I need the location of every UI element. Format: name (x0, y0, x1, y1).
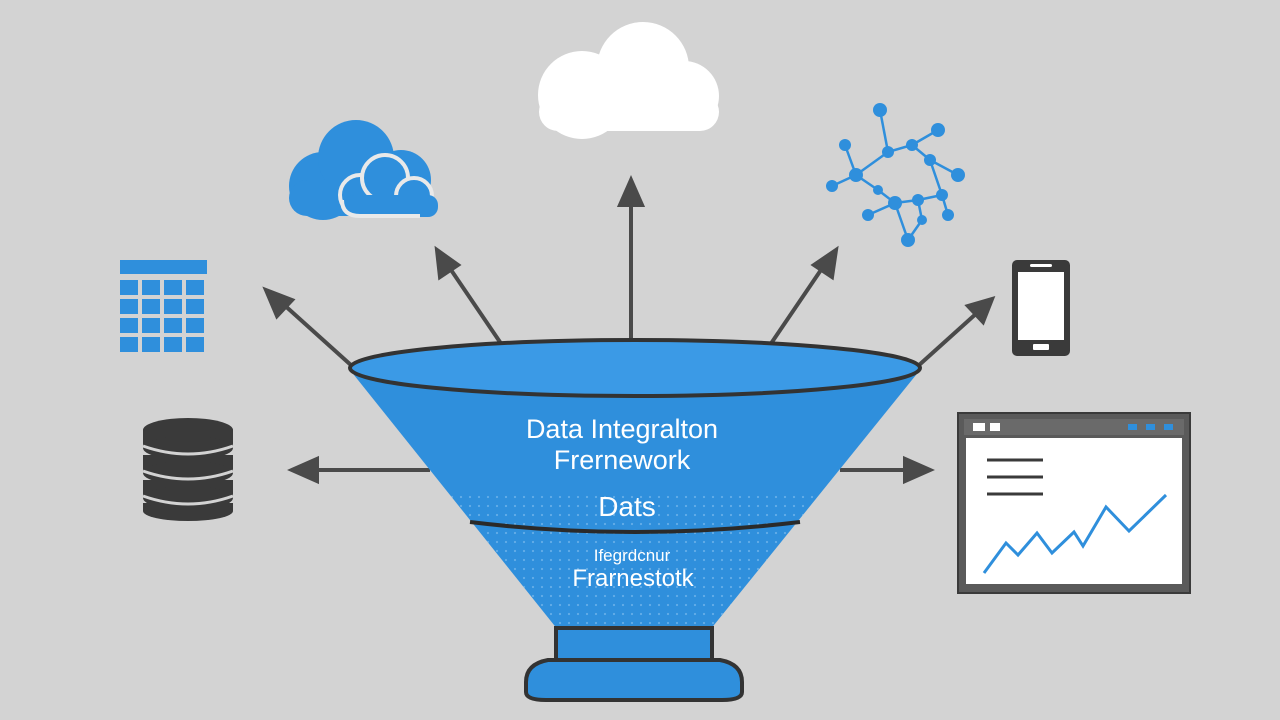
arrow-right-upper (916, 295, 996, 368)
spreadsheet-cell (164, 280, 182, 295)
spreadsheet-cell (186, 280, 204, 295)
funnel-band-line (469, 520, 801, 534)
spreadsheet-cell (164, 318, 182, 333)
arrow-left-upper (262, 286, 354, 368)
mobile-phone-icon (1012, 260, 1070, 356)
spreadsheet-cell (186, 337, 204, 352)
spreadsheet-cell (142, 318, 160, 333)
spreadsheet-cell (120, 337, 138, 352)
spreadsheet-cell (120, 318, 138, 333)
arrow-up-left (434, 245, 504, 347)
cloud-icon (538, 22, 719, 139)
funnel-neck (554, 626, 714, 662)
spreadsheet-cell (142, 337, 160, 352)
funnel-base (524, 658, 744, 702)
spreadsheet-icon (120, 260, 207, 352)
funnel-lower-small-label: Ifegrdcnur (594, 546, 671, 565)
arrow-up-right (768, 245, 839, 347)
spreadsheet-cell (186, 318, 204, 333)
funnel: Data Integralton Frernework Dats Ifegrdc… (348, 338, 922, 702)
funnel-title-line1: Data Integralton (526, 414, 718, 444)
dashboard-chart-icon (957, 412, 1191, 594)
funnel-lower-label: Frarnestotk (572, 565, 694, 592)
funnel-title-line2: Frernework (554, 445, 691, 475)
cloud-storage-icon (289, 120, 438, 220)
spreadsheet-cell (164, 337, 182, 352)
funnel-rim (348, 338, 922, 398)
database-icon (142, 418, 234, 521)
arrow-left (287, 455, 430, 485)
spreadsheet-cell (142, 299, 160, 314)
arrow-right (840, 455, 935, 485)
spreadsheet-cell (142, 280, 160, 295)
spreadsheet-cell (186, 299, 204, 314)
funnel-middle-label: Dats (598, 491, 656, 522)
spreadsheet-cell (164, 299, 182, 314)
spreadsheet-cell (120, 299, 138, 314)
network-graph-icon (826, 103, 965, 247)
arrows (262, 175, 996, 485)
arrow-up (616, 175, 646, 340)
spreadsheet-cell (120, 280, 138, 295)
